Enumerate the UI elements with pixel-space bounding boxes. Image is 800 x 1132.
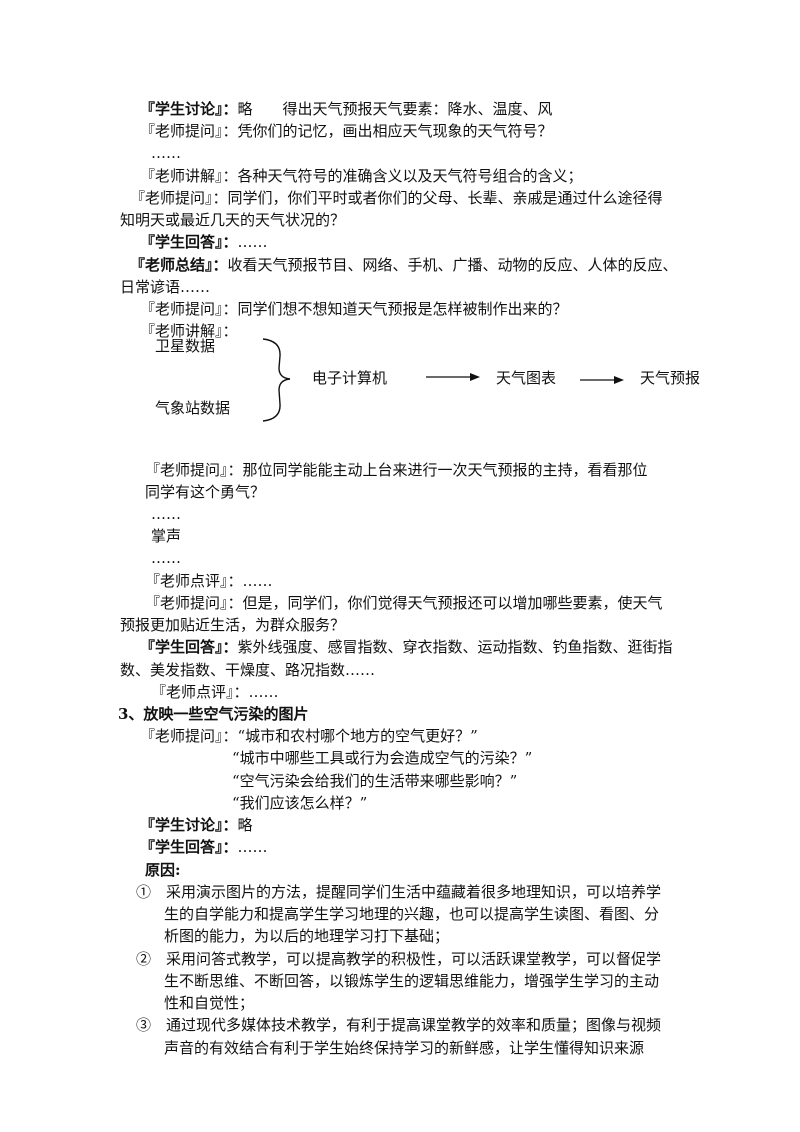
- line-32: 析图的能力，为以后的地理学习打下基础；: [164, 927, 450, 945]
- line-36: ③ 通过现代多媒体技术教学，有利于提高课堂教学的效率和质量；图像与视频: [136, 1016, 662, 1034]
- line-12: 同学有这个勇气？: [145, 483, 266, 501]
- line-6: 『学生回答』：……: [140, 233, 268, 251]
- line-3: 『老师讲解』：各种天气符号的准确含义以及天气符号组合的含义；: [140, 167, 583, 185]
- line-37: 声音的有效结合有利于学生始终保持学习的新鲜感，让学生懂得知识来源: [164, 1039, 645, 1057]
- line-7: 『老师总结』：收看天气预报节目、网络、手机、广播、动物的反应、人体的反应、: [130, 256, 678, 274]
- line-0: 『学生讨论』：略 得出天气预报天气要素：降水、温度、风: [140, 100, 553, 118]
- arrow-2: [580, 376, 624, 384]
- line-16: 『老师点评』：……: [145, 572, 273, 590]
- line-8: 日常谚语……: [120, 278, 211, 296]
- diagram-step-computer: 电子计算机: [312, 369, 388, 387]
- line-28: 『学生回答』：……: [140, 838, 268, 856]
- line-11: 『老师提问』：那位同学能能主动上台来进行一次天气预报的主持，看看那位: [145, 461, 648, 479]
- reasons-heading: 原因:: [145, 861, 181, 879]
- section-heading-3: 3、放映一些空气污染的图片: [118, 705, 309, 723]
- line-27: 『学生讨论』：略: [140, 816, 253, 834]
- line-24: “城市中哪些工具或行为会造成空气的污染？”: [232, 749, 533, 767]
- right-brace: [262, 338, 291, 422]
- diagram-step-chart: 天气图表: [496, 369, 557, 387]
- diagram-input-satellite: 卫星数据: [155, 337, 216, 355]
- line-1: 『老师提问』：凭你们的记忆，画出相应天气现象的天气符号？: [140, 122, 553, 140]
- line-2: ……: [151, 144, 181, 162]
- line-9: 『老师提问』：同学们想不想知道天气预报是怎样被制作出来的？: [140, 300, 568, 318]
- line-21: 『老师点评』：……: [151, 683, 279, 701]
- line-23: 『老师提问』：“城市和农村哪个地方的空气更好？”: [140, 727, 478, 745]
- line-34: 生不断思维、不断回答，以锻炼学生的逻辑思维能力，增强学生学习的主动: [164, 972, 660, 990]
- line-18: 预报更加贴近生活，为群众服务？: [120, 616, 346, 634]
- line-17: 『老师提问』：但是，同学们，你们觉得天气预报还可以增加哪些要素，使天气: [145, 594, 663, 612]
- line-13: ……: [151, 505, 181, 523]
- diagram-input-station: 气象站数据: [155, 399, 231, 417]
- line-33: ② 采用问答式教学，可以提高教学的积极性，可以活跃课堂教学，可以督促学: [136, 950, 662, 968]
- arrow-1: [426, 373, 480, 381]
- line-14: 掌声: [151, 527, 182, 545]
- line-30: ① 采用演示图片的方法，提醒同学们生活中蕴藏着很多地理知识，可以培养学: [136, 883, 662, 901]
- line-26: “我们应该怎么样？”: [232, 794, 368, 812]
- line-4: 『老师提问』：同学们，你们平时或者你们的父母、长辈、亲戚是通过什么途径得: [130, 189, 663, 207]
- line-15: ……: [151, 549, 181, 567]
- line-5: 知明天或最近几天的天气状况的？: [120, 211, 346, 229]
- diagram-step-forecast: 天气预报: [640, 369, 701, 387]
- line-25: “空气污染会给我们的生活带来哪些影响？”: [232, 772, 518, 790]
- line-35: 性和自觉性；: [164, 994, 255, 1012]
- line-10: 『老师讲解』：: [140, 322, 238, 340]
- line-31: 生的自学能力和提高学生学习地理的兴趣，也可以提高学生读图、看图、分: [164, 905, 660, 923]
- line-19: 『学生回答』：紫外线强度、感冒指数、穿衣指数、运动指数、钓鱼指数、逛街指: [140, 638, 673, 656]
- line-20: 数、美发指数、干燥度、路况指数……: [120, 661, 376, 679]
